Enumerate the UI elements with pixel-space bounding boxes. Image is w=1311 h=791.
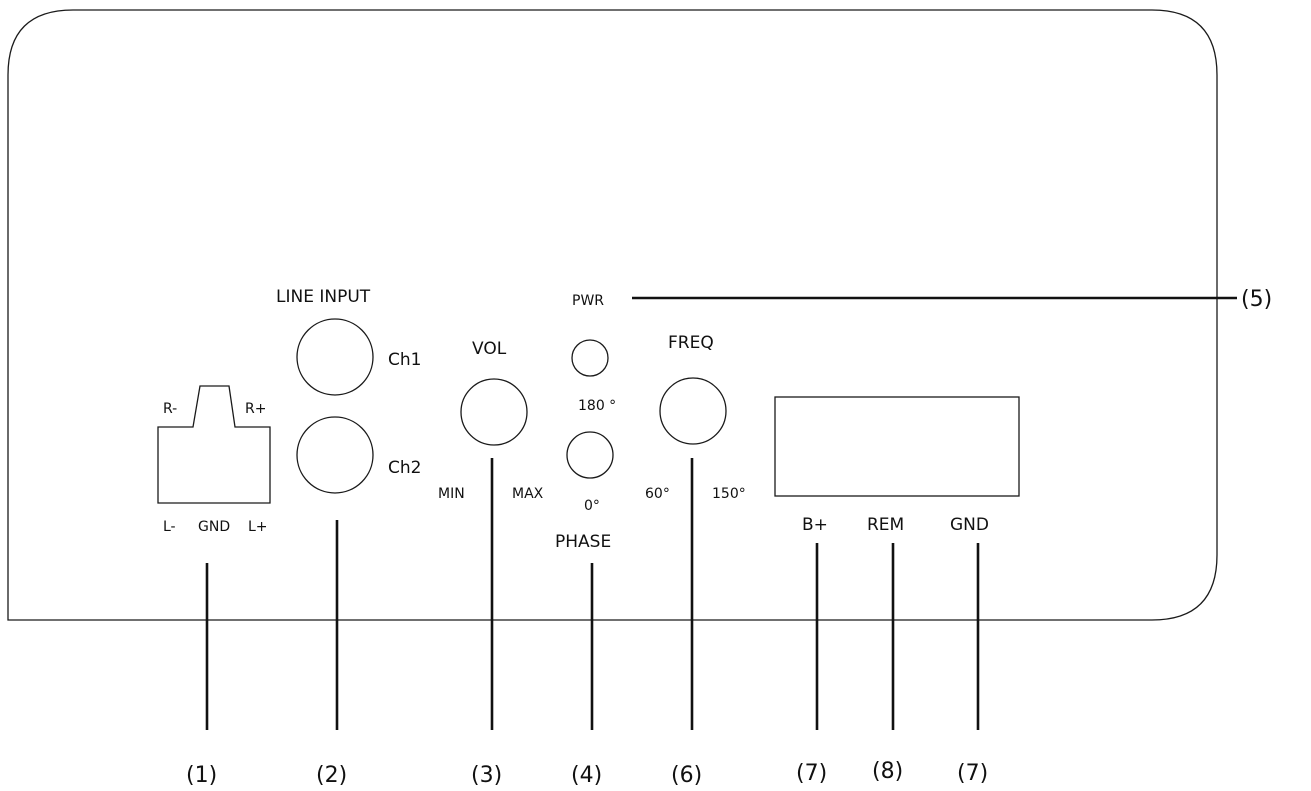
- callout-6: (6): [671, 763, 702, 788]
- panel-outline: [7, 9, 1218, 621]
- callout-7a: (7): [796, 761, 827, 786]
- frequency-60-label: 60°: [645, 486, 670, 502]
- power-title: PWR: [572, 293, 604, 309]
- callout-4: (4): [571, 763, 602, 788]
- line-input-ch2-jack: [296, 416, 374, 494]
- power-terminal-outline: [774, 396, 1020, 497]
- terminal-label-r-minus: R-: [163, 401, 177, 417]
- frequency-knob: [659, 377, 727, 445]
- callout-5: (5): [1241, 287, 1272, 312]
- line-input-ch1-jack: [296, 318, 374, 396]
- terminal-label-l-plus: L+: [248, 519, 268, 535]
- terminal-label-gnd: GND: [198, 519, 230, 535]
- callout-3: (3): [471, 763, 502, 788]
- volume-control: VOL MIN MAX: [438, 339, 544, 502]
- phase-title: PHASE: [555, 532, 611, 552]
- terminal-label-l-minus: L-: [163, 519, 176, 535]
- speaker-terminal: R- R+ L- GND L+: [157, 385, 271, 535]
- volume-title: VOL: [472, 339, 507, 359]
- volume-knob: [460, 378, 528, 446]
- callout-8: (8): [872, 759, 903, 784]
- frequency-title: FREQ: [668, 333, 714, 353]
- frequency-control: FREQ 60° 150°: [645, 333, 746, 502]
- power-terminal-rem-label: REM: [867, 515, 904, 535]
- phase-switch: [566, 431, 614, 479]
- power-terminal-gnd-label: GND: [950, 515, 989, 535]
- callout-1: (1): [186, 763, 217, 788]
- callout-2: (2): [316, 763, 347, 788]
- speaker-terminal-outline: [157, 385, 271, 504]
- line-input: LINE INPUT Ch1 Ch2: [276, 287, 421, 494]
- leader-lines: [205, 296, 1237, 730]
- callout-7b: (7): [957, 761, 988, 786]
- callouts: (1) (2) (3) (4) (5) (6) (7) (8) (7): [186, 287, 1272, 788]
- line-input-ch2-label: Ch2: [388, 458, 421, 478]
- line-input-ch1-label: Ch1: [388, 350, 421, 370]
- volume-min-label: MIN: [438, 486, 465, 502]
- terminal-label-r-plus: R+: [245, 401, 266, 417]
- power-terminal-block: B+ REM GND: [774, 396, 1020, 535]
- power-terminal-b-plus-label: B+: [802, 515, 828, 535]
- power-phase-controls: PWR 180 ° 0° PHASE: [555, 293, 616, 552]
- power-led: [571, 339, 609, 377]
- line-input-title: LINE INPUT: [276, 287, 371, 307]
- volume-max-label: MAX: [512, 486, 544, 502]
- phase-0-label: 0°: [584, 498, 600, 514]
- frequency-150-label: 150°: [712, 486, 746, 502]
- phase-180-label: 180 °: [578, 398, 616, 414]
